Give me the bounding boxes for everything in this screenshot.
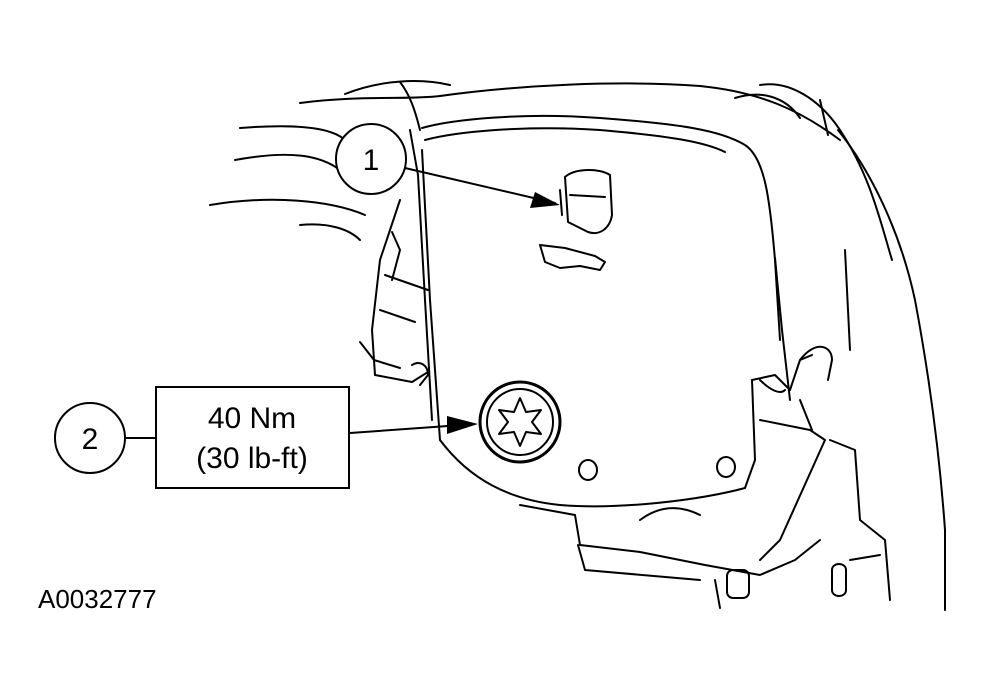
arrowhead-1 xyxy=(530,192,560,208)
leader-lines xyxy=(124,167,556,439)
torx-bolt xyxy=(478,380,562,464)
upper-trim-lines xyxy=(209,80,893,261)
pedal-bracket xyxy=(409,114,833,508)
left-bracket xyxy=(359,199,429,386)
retaining-clip xyxy=(559,169,613,234)
lower-assembly xyxy=(519,399,891,609)
figure-id: A0032777 xyxy=(38,584,157,614)
right-body-panel xyxy=(774,129,946,611)
tab-slot xyxy=(539,244,606,271)
callout-2: 2 xyxy=(54,402,126,474)
arrowhead-2 xyxy=(447,416,478,434)
callout-1-number: 1 xyxy=(363,144,380,177)
rivets xyxy=(578,456,736,481)
torque-spec-imperial: (30 lb-ft) xyxy=(196,442,308,475)
callout-1: 1 xyxy=(335,123,407,195)
torque-spec-box: 40 Nm (30 lb-ft) xyxy=(155,386,350,489)
callout-2-number: 2 xyxy=(82,423,99,456)
torque-spec-metric: 40 Nm xyxy=(208,402,296,435)
